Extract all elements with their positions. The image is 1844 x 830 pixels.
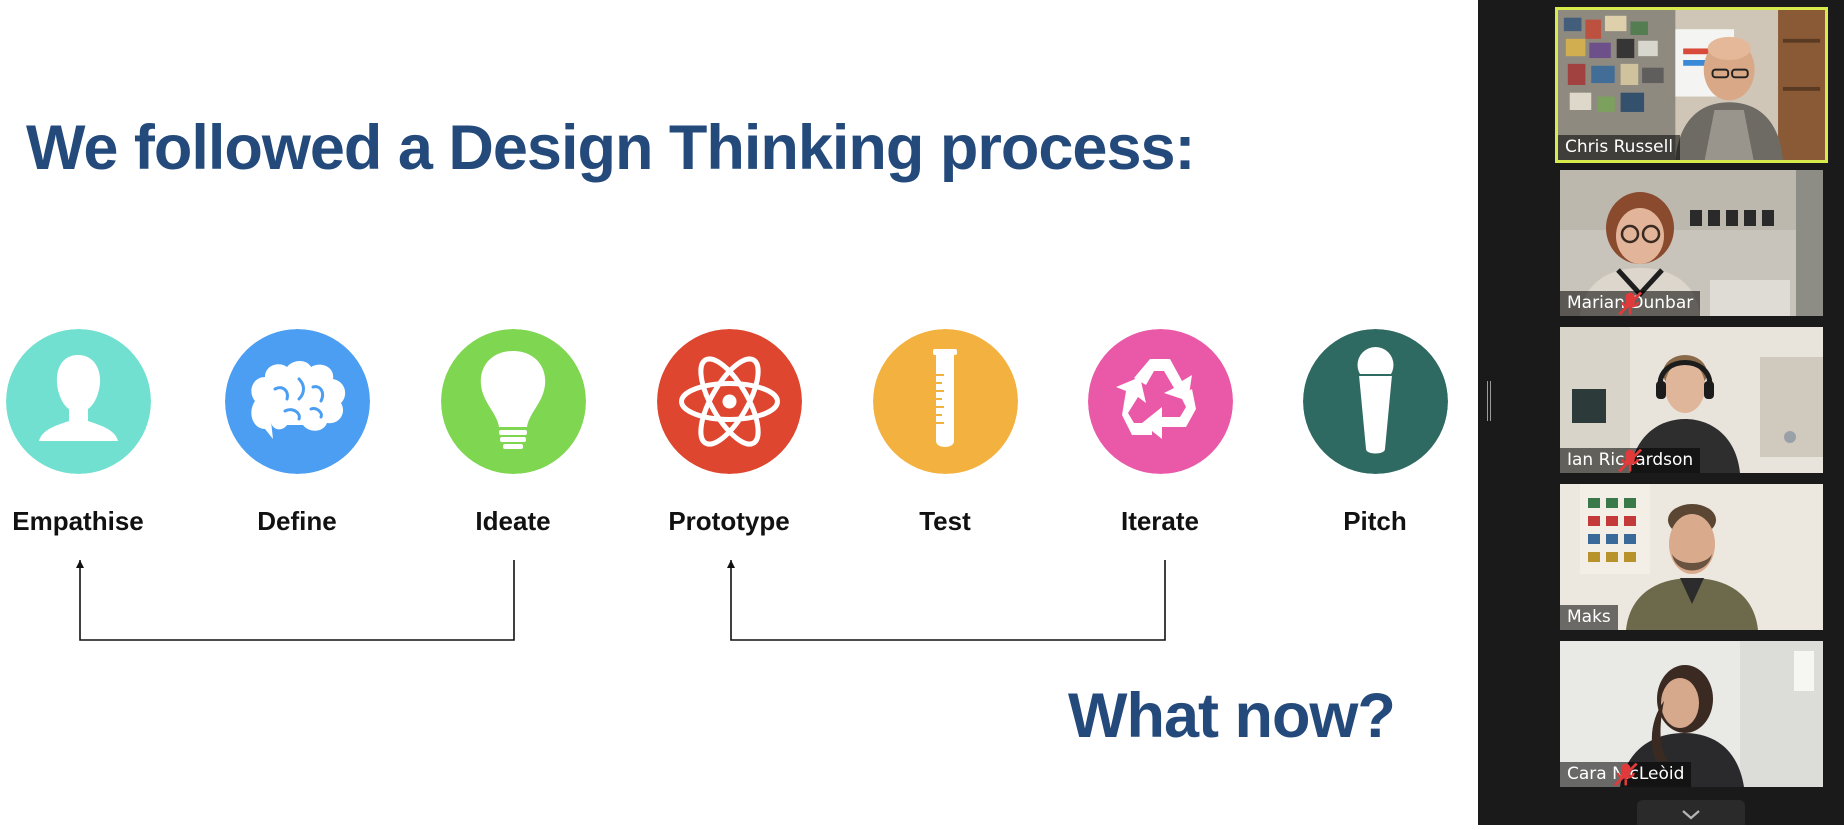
participant-name-tag: Chris Russell (1558, 135, 1681, 160)
iteration-loop-arrows (76, 560, 1166, 641)
video-tile-chris-russell[interactable]: Chris Russell (1555, 7, 1828, 163)
scroll-down-button[interactable] (1637, 800, 1745, 825)
person-silhouette-icon (6, 329, 151, 474)
step-label: Ideate (475, 506, 551, 536)
lightbulb-icon (441, 329, 586, 474)
step-label: Define (257, 506, 337, 536)
step-ideate: Ideate (403, 329, 623, 549)
step-label: Pitch (1343, 506, 1407, 536)
participant-name-tag: Cara NicLeòid (1560, 762, 1692, 787)
participant-name-tag: Ian Richardson (1560, 448, 1701, 473)
muted-microphone-icon (1618, 291, 1643, 316)
step-test: Test (835, 329, 1055, 549)
loop-arrow-prototype-iterate (730, 560, 1166, 641)
slide-title: We followed a Design Thinking process: (26, 113, 1196, 183)
closing-question: What now? (1068, 681, 1396, 751)
video-tile-marian-dunbar[interactable]: Marian Dunbar (1560, 170, 1823, 316)
step-label: Empathise (12, 506, 144, 536)
step-empathise: Empathise (0, 329, 188, 549)
step-label: Iterate (1120, 506, 1200, 536)
recycle-icon (1088, 329, 1233, 474)
step-label: Test (919, 506, 971, 536)
video-tile-ian-richardson[interactable]: Ian Richardson (1560, 327, 1823, 473)
test-tube-icon (873, 329, 1018, 474)
participant-name-tag: Marian Dunbar (1560, 291, 1701, 316)
presentation-slide: We followed a Design Thinking process: E… (0, 113, 1448, 751)
step-define: Define (187, 329, 407, 549)
microphone-icon (1303, 329, 1448, 474)
chevron-down-icon (1682, 810, 1700, 820)
participant-name-tag: Maks (1560, 605, 1618, 630)
step-iterate: Iterate (1050, 329, 1270, 549)
brain-icon (225, 329, 370, 474)
participant-name: Maks (1567, 607, 1611, 627)
muted-microphone-icon (1618, 448, 1643, 473)
atom-icon (657, 329, 802, 474)
video-tile-maks[interactable]: Maks (1560, 484, 1823, 630)
panel-resize-handle[interactable] (1487, 381, 1491, 421)
video-tile-cara-nicleoid[interactable]: Cara NicLeòid (1560, 641, 1823, 787)
loop-arrow-empathise-ideate (79, 560, 515, 641)
participant-name: Chris Russell (1565, 137, 1674, 157)
muted-microphone-icon (1613, 762, 1638, 787)
step-prototype: Prototype (619, 329, 839, 549)
video-feed (1560, 170, 1823, 316)
step-pitch: Pitch (1265, 329, 1485, 549)
step-label: Prototype (668, 506, 790, 536)
